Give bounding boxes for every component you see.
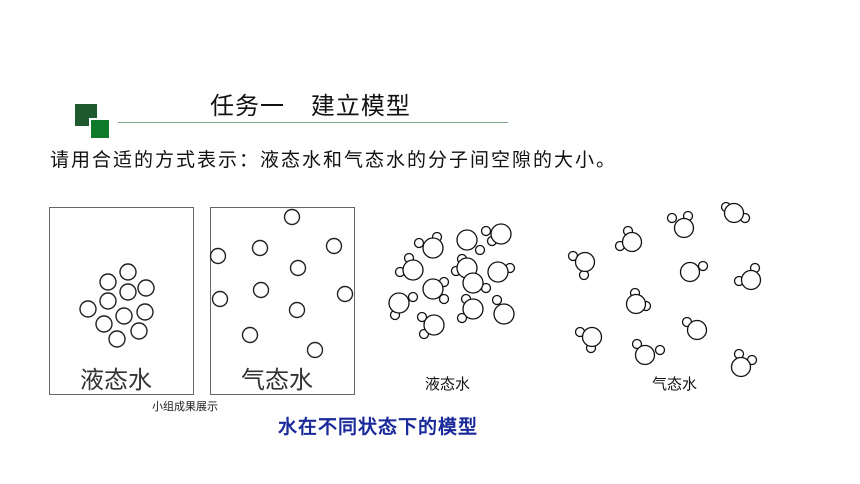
liquid-water-molecules [388,223,516,340]
drawing-box-liquid: 液态水 [49,207,194,395]
model-label-liquid: 液态水 [425,375,471,393]
figure-caption: 水在不同状态下的模型 [278,416,479,438]
drawing-caption: 小组成果展示 [152,400,218,413]
title-underline [118,122,508,123]
gas-drawing-molecules [209,208,354,359]
liquid-drawing-molecules [79,263,155,348]
section-title: 任务一 建立模型 [210,92,411,120]
decor-square-light [89,118,109,138]
drawing-label-gas: 气态水 [241,366,313,394]
model-label-gas: 气态水 [652,375,698,393]
gas-water-molecules [567,201,762,378]
task-instruction: 请用合适的方式表示：液态水和气态水的分子间空隙的大小。 [50,149,618,171]
drawing-label-liquid: 液态水 [80,366,152,394]
drawing-box-gas: 气态水 [210,207,355,395]
